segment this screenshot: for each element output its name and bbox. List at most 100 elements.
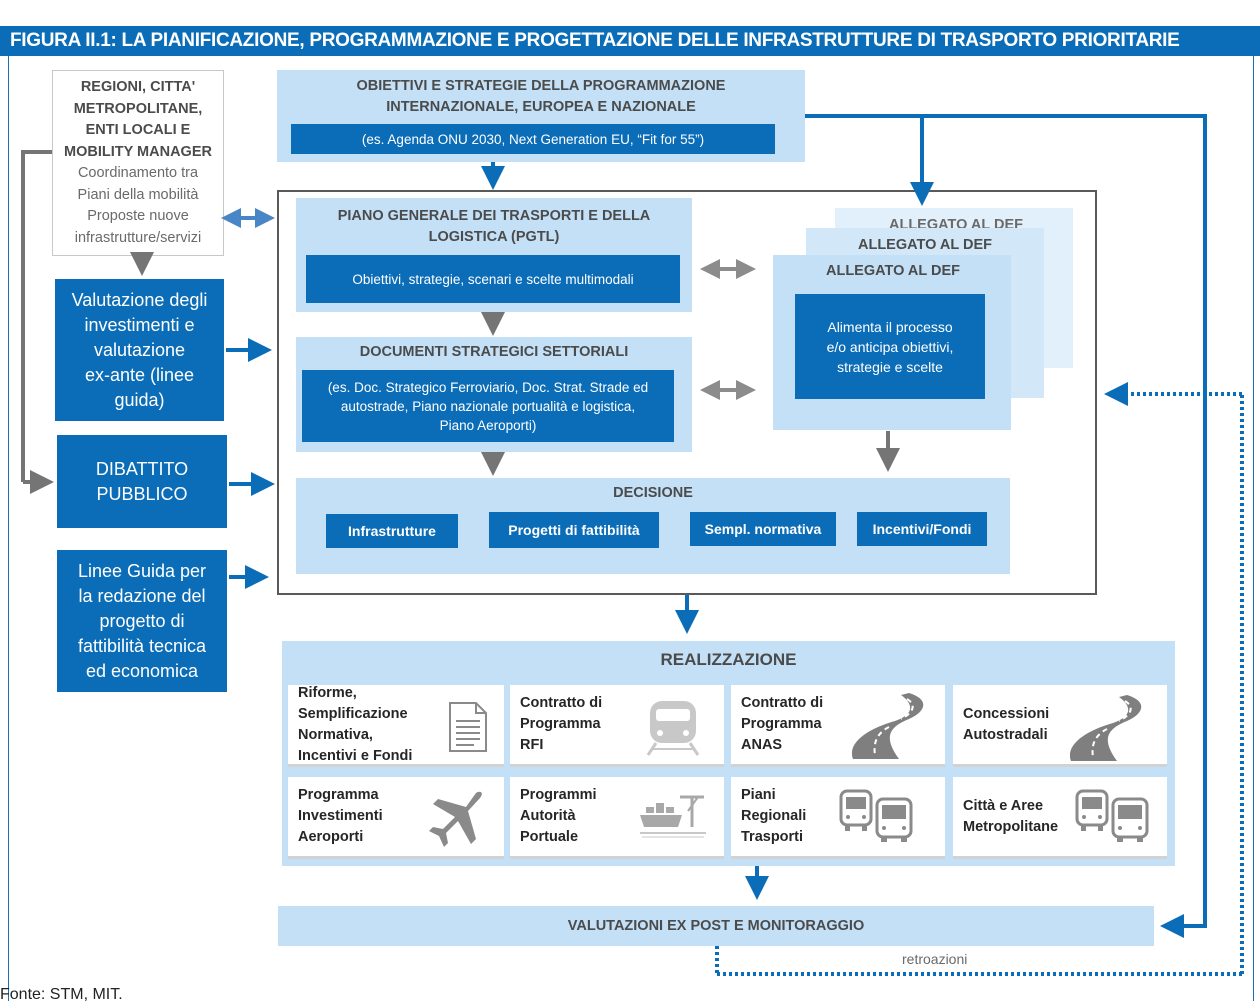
valutazione-line: guida): [114, 389, 165, 410]
dibattito-line: DIBATTITO: [95, 458, 189, 479]
allegato-inner-line: e/o anticipa obiettivi,: [826, 338, 954, 355]
realizzazione-card: Contratto di Programma ANAS: [731, 685, 945, 767]
documenti-inner-line: autostrade, Piano nazionale portualità e…: [340, 398, 636, 414]
obiettivi-title-line: INTERNAZIONALE, EUROPEA E NAZIONALE: [386, 99, 696, 115]
documenti-title: DOCUMENTI STRATEGICI SETTORIALI: [359, 344, 629, 360]
card-line: Aeroporti: [298, 829, 364, 845]
linee-guida-line: ed economica: [85, 660, 199, 681]
planning-frame: [277, 190, 1097, 595]
document-icon: [449, 702, 487, 752]
card-line: Normativa,: [298, 726, 373, 743]
obiettivi-inner: (es. Agenda ONU 2030, Next Generation EU…: [291, 124, 775, 154]
card-line: Città e Aree: [963, 797, 1044, 814]
realizzazione-card: Piani Regionali Trasporti: [731, 777, 945, 859]
card-line: Investimenti: [298, 808, 383, 824]
allegato-front-card: ALLEGATO AL DEF Alimenta il processo e/o…: [773, 255, 1011, 430]
regioni-line: Piani della mobilità: [77, 186, 199, 203]
decisione-item: Incentivi/Fondi: [857, 512, 987, 546]
regioni-line: Coordinamento tra: [77, 165, 199, 181]
card-line: Contratto di: [741, 695, 824, 711]
decisione-box: DECISIONE Infrastrutture Progetti di fat…: [296, 478, 1010, 574]
train-icon: [646, 701, 700, 756]
card-line: Incentivi e Fondi: [298, 747, 413, 764]
card-line: Riforme,: [298, 684, 357, 701]
port-icon: [640, 795, 706, 838]
card-text: Piani Regionali Trasporti: [741, 777, 806, 856]
road-icon: [1069, 695, 1142, 761]
documenti-inner-line: (es. Doc. Strategico Ferroviario, Doc. S…: [327, 379, 649, 395]
documenti-box: DOCUMENTI STRATEGICI SETTORIALI (es. Doc…: [296, 337, 692, 452]
pgtl-title-line: PIANO GENERALE DEI TRASPORTI E DELLA: [337, 208, 651, 224]
valutazioni-ex-post-box: VALUTAZIONI EX POST E MONITORAGGIO: [278, 906, 1154, 946]
documenti-inner-line: Piano Aeroporti): [439, 417, 537, 433]
regioni-line: METROPOLITANE,: [73, 100, 203, 117]
card-text: Concessioni Autostradali: [963, 685, 1049, 764]
pgtl-title: PIANO GENERALE DEI TRASPORTI E DELLA LOG…: [296, 206, 692, 248]
regioni-line: infrastrutture/servizi: [74, 229, 202, 246]
airplane-icon: [429, 791, 482, 847]
decisione-item: Progetti di fattibilità: [489, 512, 659, 548]
regioni-line: ENTI LOCALI E: [85, 122, 191, 138]
card-line: Programma: [298, 787, 379, 803]
linee-guida-box: Linee Guida per la redazione del progett…: [57, 550, 227, 692]
obiettivi-title: OBIETTIVI E STRATEGIE DELLA PROGRAMMAZIO…: [277, 76, 805, 118]
bus-icon: [839, 789, 913, 842]
allegato-front-label: ALLEGATO AL DEF: [826, 263, 960, 279]
retroazioni-label: retroazioni: [902, 951, 968, 967]
realizzazione-box: REALIZZAZIONE Riforme, Semplificazione N…: [282, 641, 1175, 866]
realizzazione-title: REALIZZAZIONE: [660, 650, 797, 669]
realizzazione-card: Programmi Autorità Portuale: [510, 777, 724, 859]
left-gray-connector: [21, 150, 154, 494]
allegato-inner-line: strategie e scelte: [837, 358, 943, 375]
linee-guida-line: Linee Guida per: [77, 560, 207, 581]
valutazione-line: valutazione: [93, 339, 186, 360]
card-text: Programma Investimenti Aeroporti: [298, 777, 383, 856]
realizzazione-card: Programma Investimenti Aeroporti: [288, 777, 504, 859]
decisione-title: DECISIONE: [613, 485, 693, 501]
figure-title: FIGURA II.1: LA PIANIFICAZIONE, PROGRAMM…: [0, 26, 1260, 56]
card-line: Portuale: [520, 829, 579, 845]
valutazione-line: investimenti e: [84, 314, 195, 335]
card-line: Concessioni: [963, 705, 1050, 722]
dibattito-box: DIBATTITO PUBBLICO: [57, 435, 227, 528]
card-line: Autorità: [520, 808, 576, 824]
regioni-line: REGIONI, CITTA': [80, 79, 196, 95]
fonte-label: Fonte: STM, MIT.: [0, 986, 123, 1003]
card-line: Autostradali: [963, 726, 1048, 743]
linee-guida-line: progetto di: [99, 610, 185, 631]
card-line: Semplificazione: [298, 705, 408, 722]
regioni-line: MOBILITY MANAGER: [64, 143, 212, 160]
card-line: Piani: [741, 787, 776, 803]
card-text: Contratto di Programma RFI: [520, 685, 602, 764]
allegato-inner: Alimenta il processo e/o anticipa obiett…: [795, 294, 985, 399]
allegato-inner-line: Alimenta il processo: [827, 318, 953, 335]
valutazione-box: Valutazione degli investimenti e valutaz…: [55, 279, 224, 421]
decisione-item: Sempl. normativa: [690, 512, 836, 546]
card-line: Programmi: [520, 787, 597, 803]
bus-icon: [1075, 789, 1149, 842]
documenti-inner: (es. Doc. Strategico Ferroviario, Doc. S…: [302, 370, 674, 442]
card-line: Regionali: [741, 808, 807, 824]
road-icon: [851, 693, 924, 759]
allegato-stack: ALLEGATO AL DEF ALLEGATO AL DEF ALLEGATO…: [773, 208, 1078, 430]
card-line: Metropolitane: [963, 818, 1059, 835]
linee-guida-line: fattibilità tecnica: [77, 635, 207, 656]
valutazione-line: Valutazione degli: [71, 289, 208, 310]
pgtl-inner: Obiettivi, strategie, scenari e scelte m…: [306, 255, 680, 303]
pgtl-title-line: LOGISTICA (PGTL): [428, 229, 560, 245]
pgtl-box: PIANO GENERALE DEI TRASPORTI E DELLA LOG…: [296, 198, 692, 312]
allegato-middle-label: ALLEGATO AL DEF: [858, 237, 992, 253]
realizzazione-card: Città e Aree Metropolitane: [953, 777, 1167, 859]
card-text: Contratto di Programma ANAS: [741, 685, 823, 764]
regioni-box: REGIONI, CITTA' METROPOLITANE, ENTI LOCA…: [52, 70, 224, 256]
obiettivi-right-connector: [805, 114, 1207, 938]
linee-guida-line: la redazione del: [78, 585, 206, 606]
regioni-line: Proposte nuove: [87, 208, 189, 224]
card-line: RFI: [520, 737, 544, 753]
obiettivi-box: OBIETTIVI E STRATEGIE DELLA PROGRAMMAZIO…: [277, 70, 805, 162]
valutazione-line: ex-ante (linee: [84, 364, 195, 385]
figure-frame: [8, 56, 1254, 1001]
card-line: ANAS: [741, 737, 783, 753]
decisione-item: Infrastrutture: [326, 514, 458, 548]
retroazioni-loop: [715, 382, 1244, 976]
